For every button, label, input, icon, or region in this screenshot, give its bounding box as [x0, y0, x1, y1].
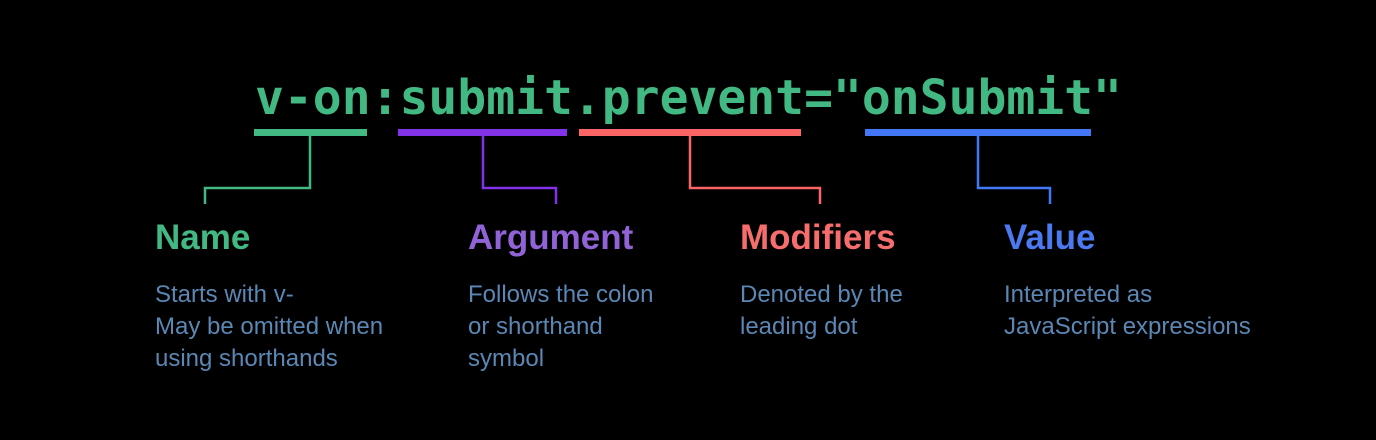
argument-label: Argument: [468, 218, 634, 257]
description-line: using shorthands: [155, 345, 338, 372]
description-line: Denoted by the: [740, 281, 903, 308]
description-line: or shorthand: [468, 313, 603, 340]
description-line: JavaScript expressions: [1004, 313, 1251, 340]
description-line: leading dot: [740, 313, 858, 340]
description-line: Starts with v-: [155, 281, 294, 308]
description-line: Follows the colon: [468, 281, 654, 308]
modifiers-underline: [579, 129, 801, 136]
value-underline: [865, 129, 1091, 136]
value-connector-line: [976, 136, 1052, 204]
description-line: May be omitted when: [155, 313, 384, 340]
name-label: Name: [155, 218, 251, 257]
argument-connector-line: [481, 136, 558, 204]
argument-underline: [398, 129, 567, 136]
modifiers-label: Modifiers: [740, 218, 896, 257]
name-connector-line: [203, 136, 312, 204]
modifiers-description: Denoted by the leading dot: [740, 279, 903, 343]
value-description: Interpreted as JavaScript expressions: [1004, 279, 1251, 343]
value-label: Value: [1004, 218, 1096, 257]
description-line: Interpreted as: [1004, 281, 1153, 308]
code-text: v-on:submit.prevent="onSubmit": [255, 70, 1122, 126]
description-line: symbol: [468, 345, 545, 372]
modifiers-connector-line: [688, 136, 822, 204]
name-underline: [254, 129, 367, 136]
argument-description: Follows the colon or shorthand symbol: [468, 279, 653, 375]
name-description: Starts with v- May be omitted when using…: [155, 279, 383, 375]
